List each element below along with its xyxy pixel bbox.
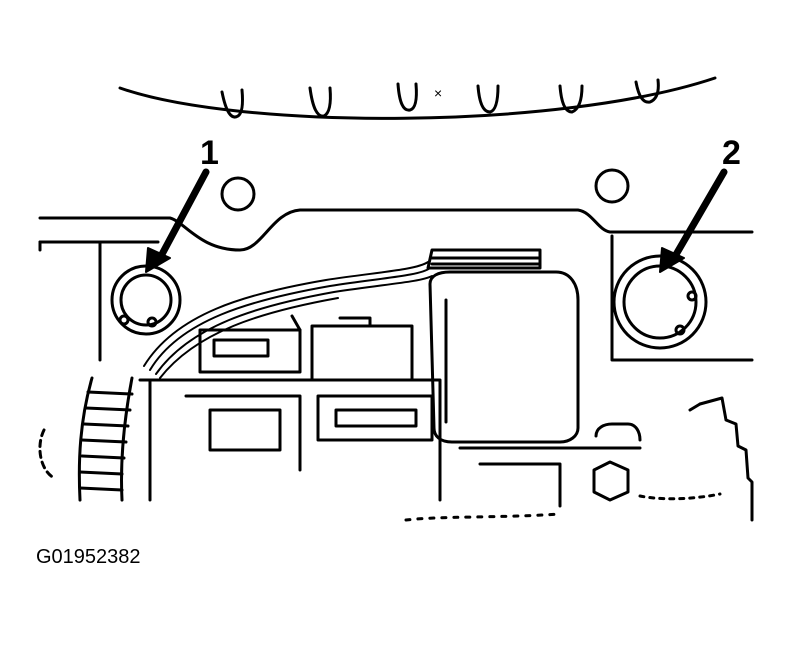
valve-body-plate — [38, 168, 754, 362]
callout-1-label: 1 — [200, 134, 219, 172]
snap-ring-left — [110, 264, 182, 336]
hex-bolt — [592, 460, 630, 502]
figure-id: G01952382 — [36, 546, 141, 568]
callout-arrow-2 — [659, 168, 728, 273]
valve-body-channels — [138, 378, 722, 522]
solenoid — [426, 248, 580, 444]
right-edge-detail — [688, 396, 754, 522]
upper-housing: × — [118, 76, 717, 120]
svg-text:×: × — [434, 85, 442, 101]
wiring-harness — [143, 261, 433, 379]
bolt-hole-right — [594, 168, 630, 204]
bolt-hole-left — [220, 176, 256, 212]
conduit — [77, 376, 134, 502]
callout-2-label: 2 — [722, 134, 741, 172]
callout-arrow-1 — [145, 168, 210, 273]
left-edge-detail — [38, 428, 56, 480]
